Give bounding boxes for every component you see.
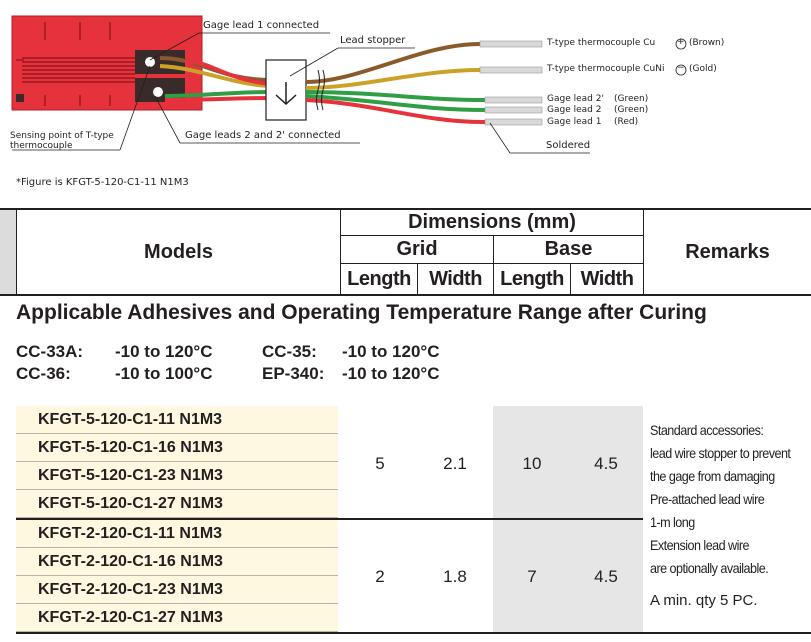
table-row: KFGT-5-120-C1-27 N1M3 [16, 490, 338, 518]
table-row: KFGT-5-120-C1-16 N1M3 [16, 434, 338, 462]
label-lead-stopper: Lead stopper [340, 35, 406, 46]
adhesive-range-2: -10 to 120°C [342, 342, 440, 361]
wire-cuni-symbol: − [677, 63, 685, 73]
wire-color-lead2p: (Green) [614, 94, 649, 104]
header-grid-length: Length [347, 267, 411, 290]
wire-color-lead1: (Red) [614, 117, 639, 127]
g2-grid-width: 1.8 [443, 567, 467, 586]
wire-cu-symbol: + [677, 37, 685, 47]
g1-grid-width: 2.1 [443, 454, 467, 473]
remark-line: are optionally available. [650, 560, 769, 576]
adhesive-name-4: EP-340: [262, 364, 325, 383]
g1-base-width: 4.5 [594, 454, 618, 473]
adhesive-name-1: CC-33A: [16, 342, 84, 361]
adhesive-range-4: -10 to 120°C [342, 364, 440, 383]
adhesive-name-3: CC-36: [16, 364, 71, 383]
group-divider [16, 518, 643, 520]
header-grid: Grid [396, 238, 438, 260]
minus-icon [675, 64, 687, 76]
gage-grid-pattern [16, 22, 135, 106]
label-gage-lead-1-connected: Gage lead 1 connected [203, 20, 320, 31]
figure-note: *Figure is KFGT-5-120-C1-11 N1M3 [16, 177, 189, 188]
remark-line: the gage from damaging [650, 468, 775, 484]
header-base-width: Width [580, 267, 634, 290]
label-gage-leads-2-connected: Gage leads 2 and 2' connected [185, 130, 341, 141]
header-left-margin [0, 210, 16, 294]
remark-line: 1-m long [650, 514, 695, 530]
header-models: Models [144, 240, 213, 263]
adhesive-name-2: CC-35: [262, 342, 317, 361]
remark-line: Extension lead wire [650, 537, 750, 553]
wire-color-lead2: (Green) [614, 105, 649, 115]
table-row: KFGT-5-120-C1-11 N1M3 [16, 406, 338, 434]
plus-icon [675, 38, 687, 50]
table-bottom-border [16, 632, 811, 634]
lead-wires-right [305, 42, 486, 124]
wire-label-lead2p: Gage lead 2' [547, 94, 604, 104]
header-base-length: Length [500, 267, 564, 290]
adhesives-title: Applicable Adhesives and Operating Tempe… [16, 301, 707, 324]
wire-label-lead1: Gage lead 1 [547, 117, 602, 127]
remark-min-qty: A min. qty 5 PC. [650, 592, 758, 609]
wire-label-lead2: Gage lead 2 [547, 105, 602, 115]
table-row: KFGT-5-120-C1-23 N1M3 [16, 462, 338, 490]
g1-grid-length: 5 [375, 454, 385, 473]
wire-label-cuni: T-type thermocouple CuNi [547, 64, 665, 74]
g2-base-length: 7 [527, 567, 537, 586]
gage-diagram [11, 15, 687, 154]
callout-lines [12, 32, 590, 154]
g1-base-length: 10 [522, 454, 542, 473]
remark-line: Standard accessories: [650, 422, 764, 438]
header-base: Base [544, 238, 593, 260]
table-header: Models Dimensions (mm) Grid Base Length … [0, 208, 811, 296]
label-sensing-point-1: Sensing point of T-type [10, 131, 114, 141]
remark-line: Pre-attached lead wire [650, 491, 765, 507]
header-remarks: Remarks [685, 240, 770, 263]
adhesive-range-3: -10 to 100°C [115, 364, 213, 383]
g2-base-width: 4.5 [594, 567, 618, 586]
adhesive-range-1: -10 to 120°C [115, 342, 213, 361]
table-row: KFGT-2-120-C1-23 N1M3 [16, 576, 338, 604]
gage-tab-top [135, 50, 185, 74]
remark-line: lead wire stopper to prevent [650, 445, 791, 461]
label-soldered: Soldered [546, 140, 591, 151]
wire-color-cu: (Brown) [689, 38, 725, 48]
g2-grid-length: 2 [375, 567, 385, 586]
wire-color-cuni: (Gold) [689, 64, 717, 74]
table-row: KFGT-2-120-C1-16 N1M3 [16, 548, 338, 576]
wire-tips [479, 40, 543, 126]
header-grid-width: Width [429, 267, 482, 290]
table-row: KFGT-2-120-C1-11 N1M3 [16, 520, 338, 548]
header-dimensions: Dimensions (mm) [408, 211, 576, 233]
label-sensing-point-2: thermocouple [10, 141, 73, 151]
wire-label-cu: T-type thermocouple Cu [547, 38, 656, 48]
lead-wires-left [159, 56, 271, 102]
table-row: KFGT-2-120-C1-27 N1M3 [16, 604, 338, 632]
